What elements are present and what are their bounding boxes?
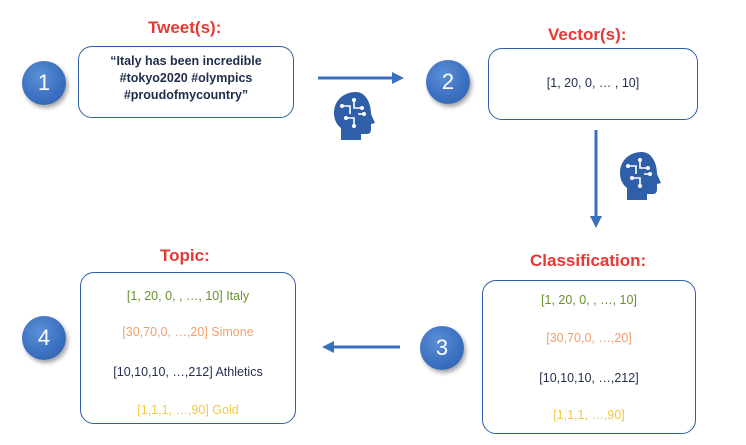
classification-item-1: [1, 20, 0, , …, 10] xyxy=(541,293,637,307)
arrow-left xyxy=(322,341,400,353)
brain-head-icon xyxy=(334,92,375,140)
classification-heading: Classification: xyxy=(530,251,647,270)
topic-item-1: [1, 20, 0, , …, 10] Italy xyxy=(126,289,250,303)
classification-item-3: [10,10,10, …,212] xyxy=(539,371,639,385)
topic-item-2: [30,70,0, …,20] Simone xyxy=(122,325,254,339)
classification-item-4: [1,1,1, …,90] xyxy=(553,408,625,422)
tweet-line-2: #tokyo2020 #olympics xyxy=(119,71,253,85)
topic-box: [1, 20, 0, , …, 10] Italy [30,70,0, …,20… xyxy=(80,272,296,424)
tweets-heading: Tweet(s): xyxy=(148,18,222,37)
tweet-line-1: “Italy has been incredible xyxy=(110,54,262,68)
vector-box: [1, 20, 0, … , 10] xyxy=(488,48,698,120)
step-1-circle: 1 xyxy=(22,61,66,105)
arrow-right xyxy=(318,72,404,84)
step-2-circle: 2 xyxy=(426,60,470,104)
topic-item-3: [10,10,10, …,212] Athletics xyxy=(113,365,263,379)
classification-box: [1, 20, 0, , …, 10] [30,70,0, …,20] [10,… xyxy=(482,280,696,434)
arrow-down xyxy=(590,130,602,228)
vectors-heading: Vector(s): xyxy=(548,25,627,44)
classification-item-2: [30,70,0, …,20] xyxy=(546,331,632,345)
topic-heading: Topic: xyxy=(160,246,210,265)
vector-text: [1, 20, 0, … , 10] xyxy=(546,76,640,90)
brain-head-icon xyxy=(620,152,661,200)
tweet-box: “Italy has been incredible #tokyo2020 #o… xyxy=(78,46,294,118)
topic-item-4: [1,1,1, …,90] Gold xyxy=(137,403,239,417)
step-4-circle: 4 xyxy=(22,316,66,360)
tweet-line-3: #proudofmycountry” xyxy=(123,88,249,102)
step-3-circle: 3 xyxy=(420,326,464,370)
